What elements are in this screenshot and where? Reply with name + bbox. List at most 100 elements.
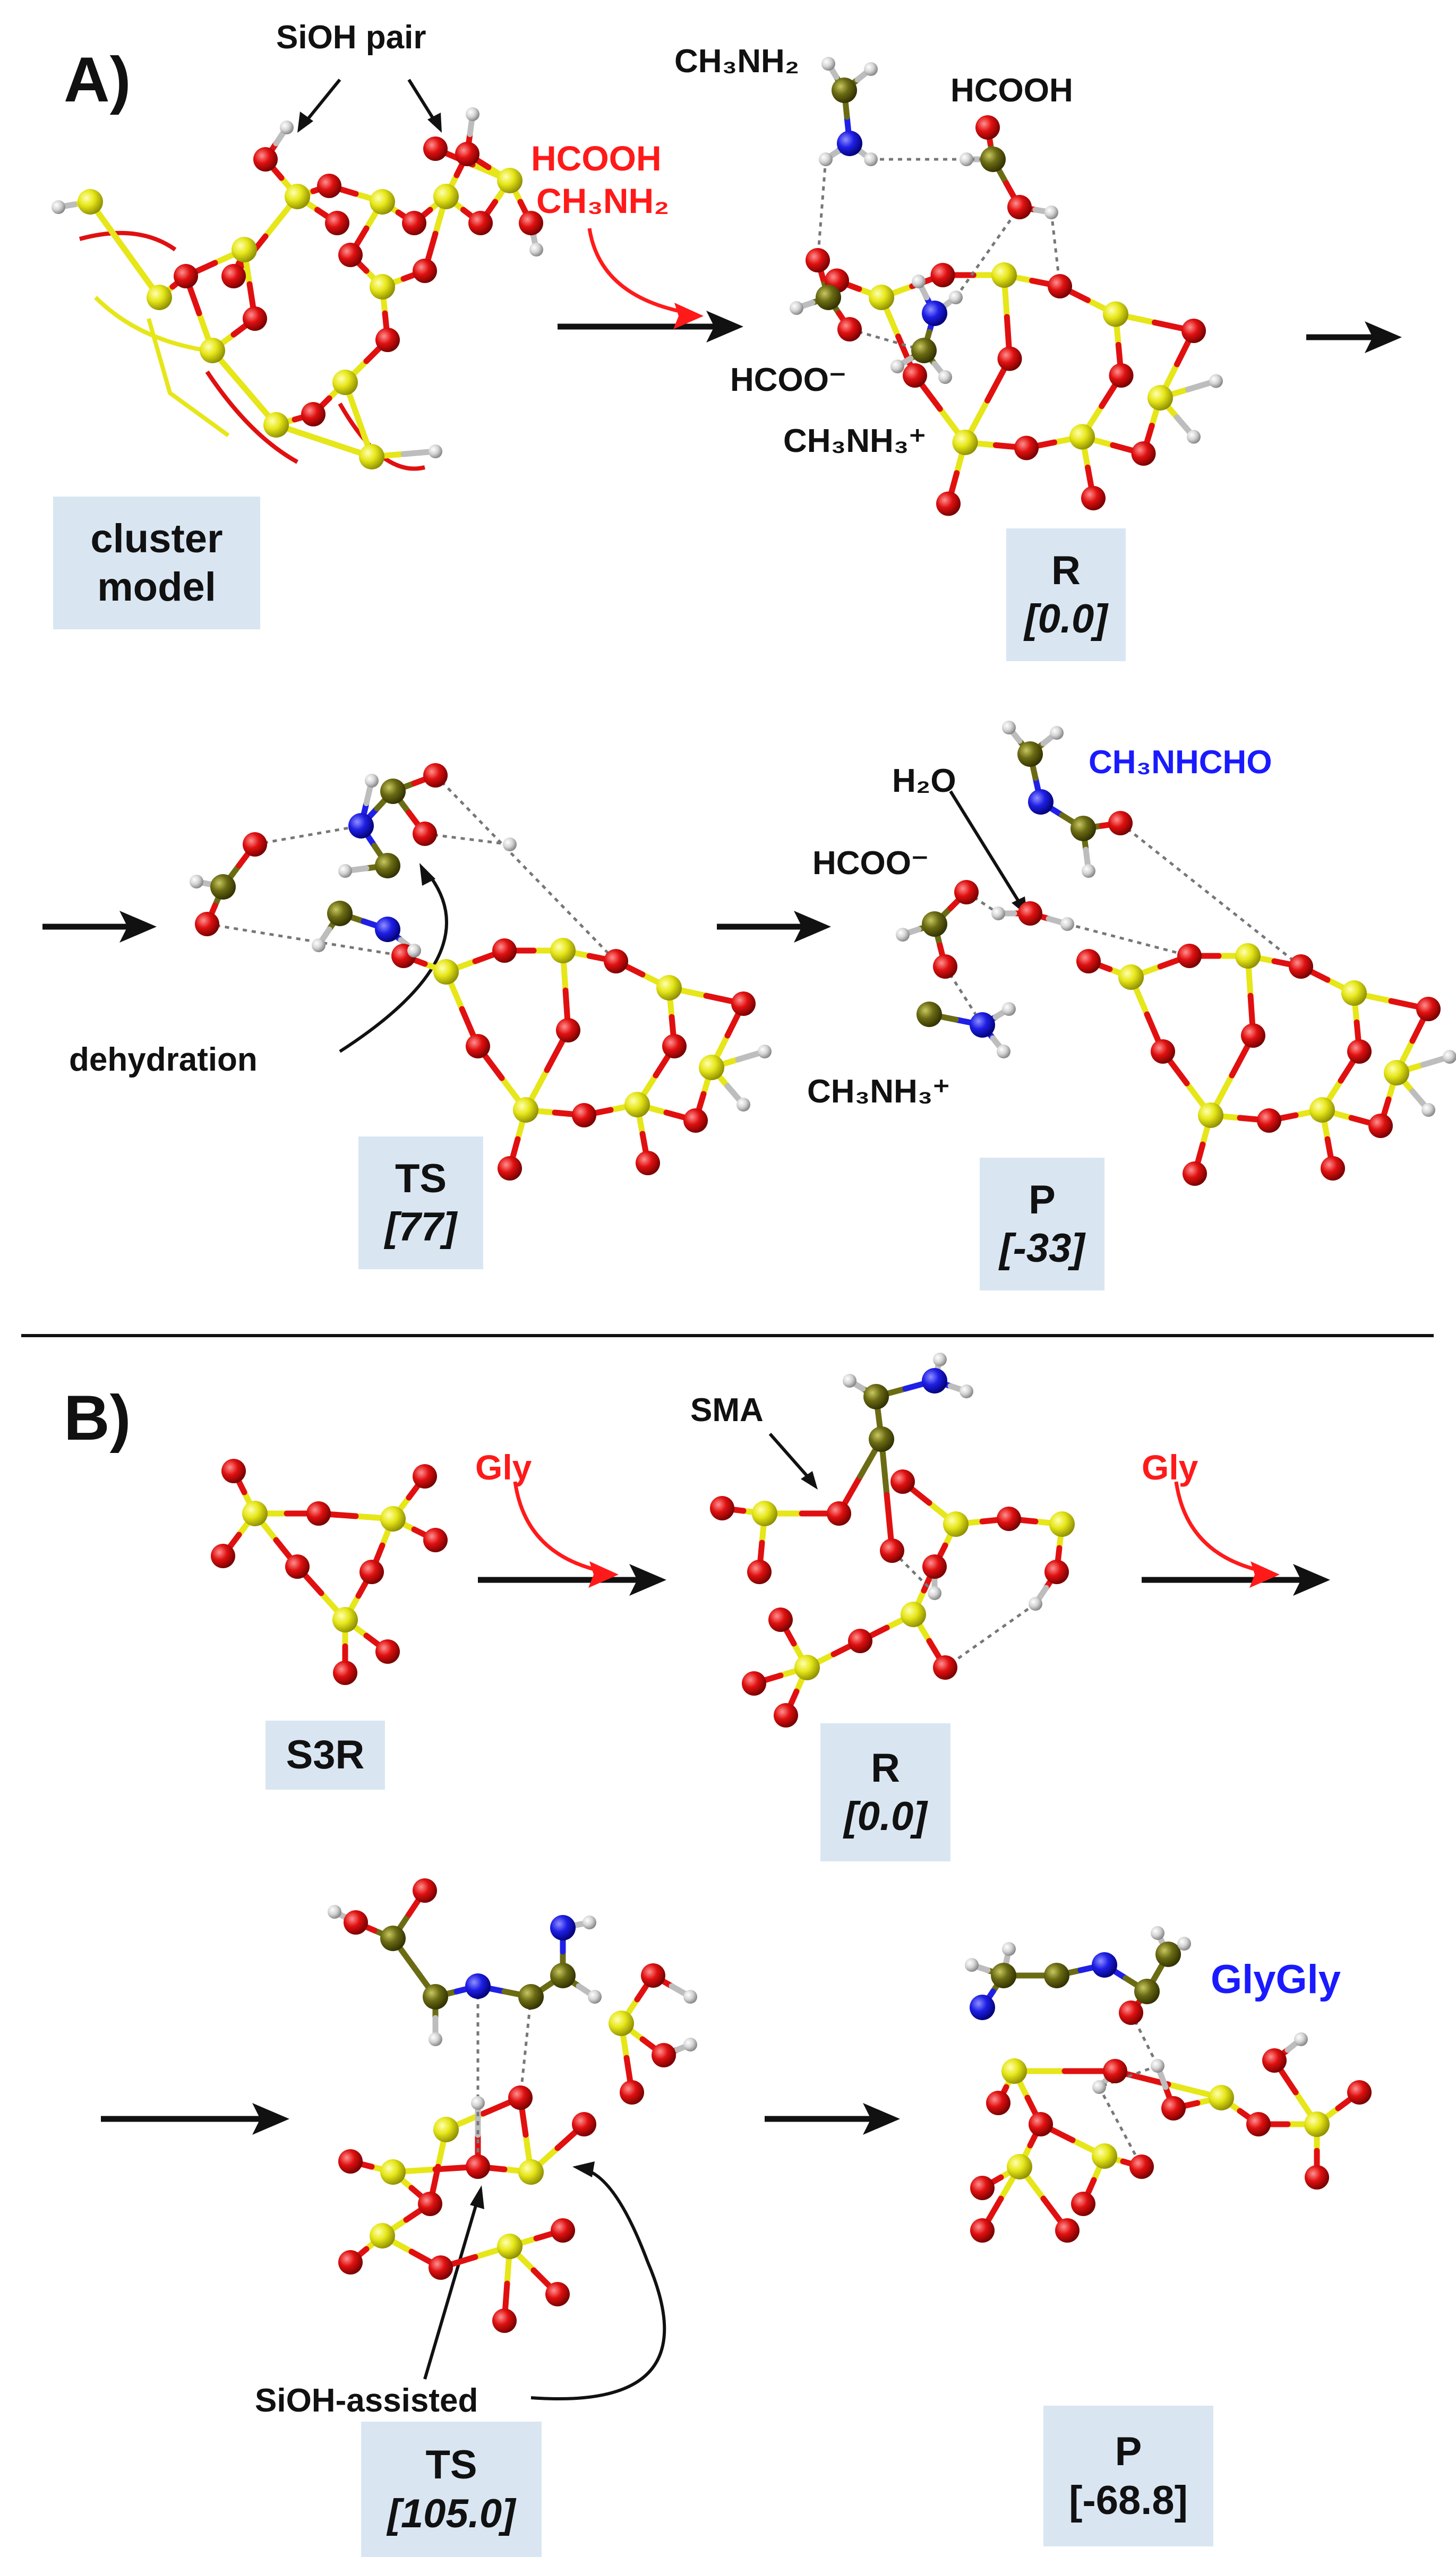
oxygen-atom (1007, 195, 1032, 219)
hydrogen-atom (890, 360, 904, 373)
oxygen-atom (1081, 486, 1106, 510)
oxygen-atom (774, 1703, 798, 1728)
carbon-atom (816, 285, 841, 310)
molecule-cluster-model (52, 107, 543, 471)
silicon-atom (513, 1097, 538, 1123)
hydrogen-atom (1002, 721, 1016, 734)
silicon-atom (380, 1506, 406, 1532)
hydrogen-atom (912, 275, 926, 288)
nitrogen-atom (922, 301, 947, 326)
silicon-atom (370, 2223, 395, 2248)
oxygen-atom (301, 402, 326, 426)
nitrogen-atom (550, 1915, 576, 1940)
hydrogen-atom (736, 1098, 750, 1112)
h2o-arrow (949, 790, 1021, 904)
silicon-atom (497, 168, 523, 193)
siohpair-arrow-left (304, 79, 341, 123)
hydrogen-atom (864, 152, 878, 166)
siohpair-arrow-left-head (297, 112, 313, 133)
hcoo-r-label: HCOO⁻ (730, 362, 846, 398)
oxygen-atom (455, 142, 479, 166)
carbon-atom (327, 901, 353, 926)
silicon-atom (370, 274, 395, 300)
state-energy-b-r: [0.0] (844, 1794, 927, 1839)
reaction-arrow-b2-head (1293, 1564, 1330, 1596)
state-box-a-r: R [0.0] (1006, 528, 1126, 661)
silicon-atom (1069, 424, 1095, 450)
oxygen-atom (731, 991, 756, 1016)
hydrogen-atom (466, 107, 479, 121)
framework-stick (147, 318, 230, 438)
state-energy-a-ts: [77] (384, 1204, 457, 1250)
oxygen-atom (211, 1544, 235, 1568)
reagent-arrow-b1 (513, 1481, 606, 1574)
siohassisted-arrow-left-head (470, 2185, 484, 2209)
state-box-b-p: P [-68.8] (1043, 2406, 1213, 2546)
silicon-atom (1118, 964, 1144, 990)
oxygen-atom (545, 2282, 570, 2306)
oxygen-atom (556, 1018, 580, 1042)
state-name-b-r: R (871, 1745, 900, 1791)
state-name-a-ts: TS (395, 1156, 447, 1201)
hydrogen-bond (207, 922, 404, 957)
oxygen-atom (683, 1108, 708, 1133)
hydrogen-atom (529, 243, 543, 256)
molecule-b-product (965, 1926, 1372, 2243)
oxygen-atom (1103, 2059, 1127, 2083)
hydrogen-atom (583, 1916, 596, 1929)
oxygen-atom (325, 211, 349, 235)
oxygen-atom (413, 259, 437, 283)
oxygen-atom (551, 2218, 575, 2243)
silicon-atom (497, 2234, 523, 2259)
state-energy-a-r: [0.0] (1024, 596, 1108, 642)
hydrogen-bond (891, 1550, 936, 1594)
oxygen-atom (1029, 2112, 1053, 2136)
molecule-a-product (896, 721, 1456, 1186)
oxygen-atom (338, 2149, 363, 2174)
hydrogen-atom (960, 152, 973, 166)
oxygen-atom (890, 1469, 915, 1494)
hydrogen-atom (471, 2096, 485, 2110)
hydrogen-atom (1209, 374, 1223, 388)
oxygen-atom (1257, 1108, 1281, 1133)
silicon-atom (943, 1511, 969, 1537)
nitrogen-atom (922, 1368, 947, 1393)
hydrogen-atom (503, 837, 517, 851)
oxygen-atom (492, 2308, 517, 2333)
silicon-atom (1147, 385, 1173, 411)
ch3nh3-r-label: CH₃NH₃⁺ (783, 423, 927, 459)
framework-stick (94, 296, 208, 353)
oxygen-atom (1321, 1156, 1345, 1181)
carbon-atom (210, 874, 236, 900)
carbon-atom (1044, 1963, 1069, 1988)
oxygen-atom (359, 1560, 384, 1584)
silicon-atom (1007, 2154, 1032, 2179)
nitrogen-atom (348, 813, 374, 839)
reagent-b1-label: Gly (475, 1448, 532, 1487)
oxygen-atom (1289, 954, 1313, 979)
oxygen-atom (1416, 997, 1441, 1021)
hydrogen-atom (949, 290, 963, 304)
glygly-label: GlyGly (1211, 1957, 1341, 2002)
nitrogen-atom (837, 131, 862, 156)
silicon-atom (1001, 2058, 1027, 2084)
hydrogen-atom (1044, 206, 1058, 219)
carbon-atom (423, 1984, 448, 2010)
silicon-atom (656, 975, 682, 1001)
oxygen-atom (413, 1878, 437, 1903)
carbon-atom (980, 147, 1006, 172)
nitrogen-atom (1092, 1952, 1117, 1978)
hydrogen-atom (429, 2032, 442, 2046)
hydrogen-atom (960, 1384, 973, 1398)
carbon-atom (917, 1002, 942, 1027)
oxygen-atom (652, 2043, 676, 2067)
oxygen-atom (333, 1661, 357, 1685)
oxygen-atom (468, 211, 493, 235)
silicon-atom (624, 1092, 650, 1117)
hydrogen-atom (328, 1905, 341, 1919)
silicon-atom (242, 1501, 268, 1526)
silicon-atom (332, 1607, 358, 1632)
cluster-model-line2: model (97, 565, 216, 610)
reagent-arrow-b1-head (588, 1561, 619, 1588)
siohassisted-arrow-right (530, 2168, 666, 2401)
